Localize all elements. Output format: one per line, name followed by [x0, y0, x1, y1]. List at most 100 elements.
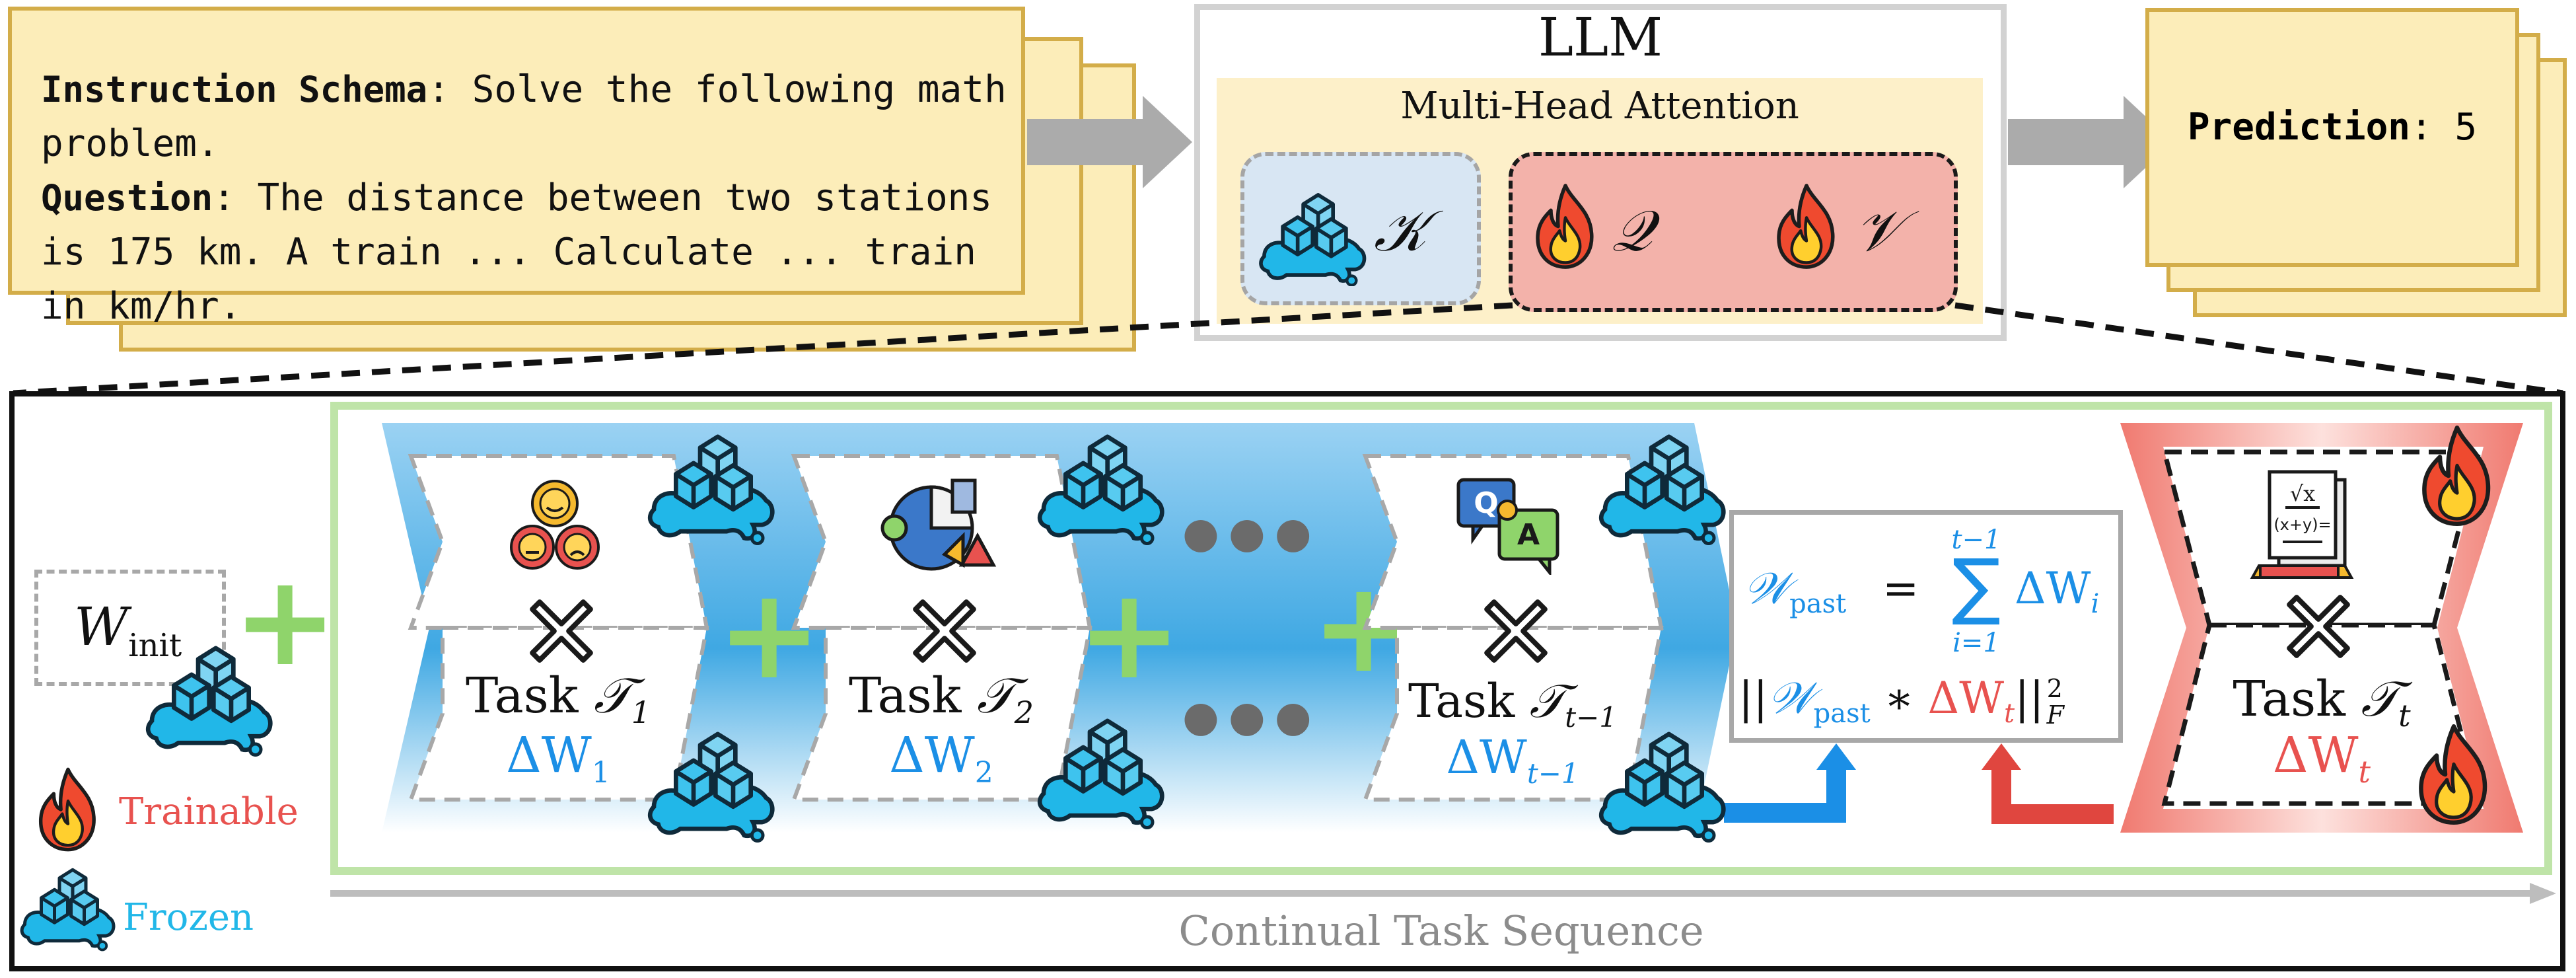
- question-label: Question: [41, 177, 213, 219]
- input-to-llm-arrow: [1027, 96, 1192, 188]
- key-symbol: 𝒦: [1374, 198, 1427, 264]
- question-text: : The distance between two stations is 1…: [41, 176, 993, 328]
- qa-chat-icon: Q A: [1456, 478, 1559, 575]
- plus-sign: +: [233, 548, 338, 694]
- legend-trainable: Trainable: [119, 790, 299, 833]
- norm-sup: 2: [2046, 674, 2063, 703]
- task-sub: 1: [631, 694, 651, 730]
- w-past-equation: 𝒲past = t−1 ∑ i=1 ΔWi: [1744, 525, 2114, 658]
- star-operator: ∗: [1870, 673, 1928, 724]
- w-past-symbol: 𝒲: [1744, 563, 1790, 614]
- frozen-cubes-icon: [1598, 423, 1731, 545]
- frozen-cubes-icon: [1037, 707, 1169, 829]
- flame-icon: [2411, 722, 2497, 827]
- close-icon: [1480, 595, 1552, 667]
- prediction-value: : 5: [2410, 106, 2478, 149]
- equals-sign: =: [1882, 563, 1919, 614]
- frozen-cubes-icon: [1598, 720, 1731, 843]
- task-2-label: Task 𝒯2: [786, 667, 1096, 730]
- shapes-icon: [880, 478, 997, 571]
- emoji-faces-icon: [510, 480, 600, 570]
- delta-sub: 1: [591, 755, 610, 790]
- flame-icon: [2414, 423, 2500, 529]
- w-init-label: Winit: [74, 596, 182, 664]
- delta-w-1: ΔW1: [403, 727, 713, 790]
- task-symbol: 𝒯: [594, 667, 631, 724]
- plus-sign: +: [1077, 561, 1182, 707]
- delta-symbol: ΔW: [1446, 730, 1527, 784]
- sum-lower-limit: i=1: [1952, 628, 2000, 658]
- delta-sub: t: [2358, 753, 2371, 790]
- delta-w-i: ΔW: [2015, 563, 2091, 614]
- attention-title: Multi-Head Attention: [1400, 85, 1799, 128]
- task-sub: t: [2398, 697, 2411, 734]
- task-t-label: Task 𝒯t: [2157, 671, 2487, 734]
- ellipsis-bottom: ●●●: [1182, 693, 1321, 741]
- prediction-card: Prediction: 5: [2145, 8, 2519, 267]
- svg-text:A: A: [1517, 518, 1540, 552]
- norm-close: ||: [2015, 673, 2044, 724]
- llm-to-prediction-arrow: [2008, 96, 2173, 188]
- delta-w-2: ΔW2: [786, 727, 1096, 790]
- sum-upper-limit: t−1: [1951, 525, 2001, 555]
- formula-box: [1729, 510, 2123, 743]
- continual-task-sequence-label: Continual Task Sequence: [1178, 907, 1704, 955]
- norm-open: ||: [1738, 673, 1768, 724]
- instruction-label: Instruction Schema: [41, 69, 428, 110]
- task-t-1-card: [1362, 454, 1664, 802]
- svg-text:Q: Q: [1474, 486, 1498, 520]
- ellipsis-top: ●●●: [1182, 509, 1321, 558]
- frozen-cubes-icon: [20, 859, 119, 952]
- delta-w-t-task: ΔWt: [2157, 727, 2487, 790]
- w-past-sub: past: [1813, 698, 1871, 730]
- svg-text:(x+y)=: (x+y)=: [2273, 515, 2331, 534]
- llm-title: LLM: [1538, 7, 1663, 68]
- query-symbol: 𝒬: [1612, 198, 1653, 264]
- close-icon: [525, 595, 598, 667]
- prediction-label: Prediction: [2187, 106, 2410, 149]
- task-word: Task: [2233, 671, 2361, 728]
- delta-symbol: ΔW: [2273, 727, 2359, 784]
- w-init-symbol: W: [74, 596, 129, 658]
- value-symbol: 𝒱: [1855, 198, 1902, 264]
- task-symbol: 𝒯: [2361, 671, 2399, 728]
- norm-sub: F: [2046, 700, 2064, 730]
- sigma-symbol: ∑: [1951, 543, 2001, 628]
- task-symbol: 𝒯: [977, 667, 1015, 724]
- legend-frozen: Frozen: [123, 896, 254, 939]
- close-icon: [908, 595, 981, 667]
- w-past-symbol: 𝒲: [1768, 673, 1814, 724]
- delta-symbol: ΔW: [889, 727, 975, 784]
- task-t-1-label: Task 𝒯t−1: [1357, 674, 1668, 734]
- zoom-panel: [9, 391, 2565, 971]
- delta-symbol: ΔW: [506, 727, 592, 784]
- task-sequence-frame: [330, 402, 2552, 875]
- frozen-cubes-icon: [647, 423, 779, 545]
- input-card: Instruction Schema: Solve the following …: [8, 7, 1025, 328]
- delta-w-t: ΔW: [1927, 673, 2005, 724]
- task-sub: 2: [1014, 694, 1034, 730]
- flame-icon: [32, 767, 104, 852]
- svg-text:√x: √x: [2290, 481, 2315, 506]
- task-2-card: [791, 454, 1092, 802]
- plus-sign: +: [717, 561, 822, 707]
- delta-sub: 2: [974, 755, 993, 790]
- math-sheet-icon: √x (x+y)=: [2250, 470, 2354, 579]
- zoom-guide-lines: [13, 302, 2563, 396]
- task-1-label: Task 𝒯1: [403, 667, 713, 730]
- i-sub: i: [2091, 589, 2100, 620]
- task-word: Task: [1408, 674, 1530, 728]
- delta-sub: t−1: [1526, 757, 1579, 790]
- llm-box: [1194, 4, 2007, 341]
- frozen-cubes-icon: [1037, 423, 1169, 545]
- task-word: Task: [465, 667, 594, 724]
- delta-w-t-1: ΔWt−1: [1357, 730, 1668, 790]
- frozen-cubes-icon: [647, 720, 779, 843]
- w-past-sub: past: [1789, 589, 1847, 620]
- instruction-text: : Solve the following math problem.: [41, 68, 1007, 165]
- w-init-box: [34, 570, 226, 686]
- task-symbol: 𝒯: [1529, 674, 1565, 728]
- w-init-sub: init: [128, 627, 182, 664]
- t-sub: t: [2004, 698, 2015, 730]
